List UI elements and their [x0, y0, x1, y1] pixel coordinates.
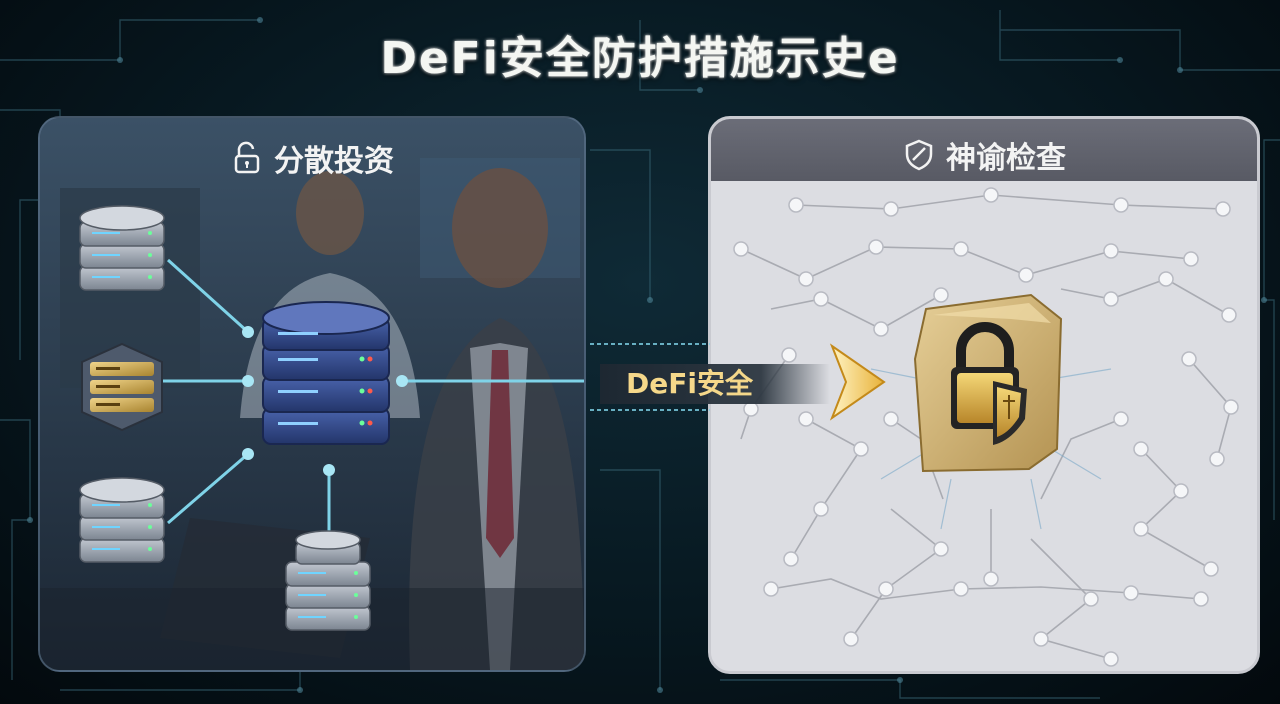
left-panel-title: 分散投资 [274, 144, 394, 179]
decentralized-investment-panel: 分散投资 [38, 116, 586, 672]
defi-security-label: DeFi安全 [600, 364, 830, 404]
connection-nodes [242, 326, 408, 476]
right-panel-heading: 神谕检查 [711, 133, 1257, 177]
right-panel-title: 神谕检查 [946, 141, 1066, 176]
oracle-network-diagram [711, 119, 1257, 671]
server-network-diagram [79, 205, 584, 631]
shield-icon [905, 139, 933, 171]
server-icon-bottom [79, 477, 165, 563]
right-panel-header [711, 119, 1257, 181]
central-server-icon [262, 301, 390, 445]
page-title: DeFi安全防护措施示史e [380, 33, 900, 84]
unlock-icon [234, 141, 260, 174]
chevron-right-icon [829, 343, 886, 421]
gold-server-icon [81, 342, 163, 432]
network-nodes [733, 187, 1239, 667]
connector-lines [590, 343, 710, 411]
server-icon-top [79, 205, 165, 291]
left-panel-heading: 分散投资 [40, 136, 584, 180]
oracle-lock-shield-icon [913, 293, 1063, 473]
connection-lines [162, 258, 584, 538]
server-icon-center-bottom [285, 530, 371, 631]
